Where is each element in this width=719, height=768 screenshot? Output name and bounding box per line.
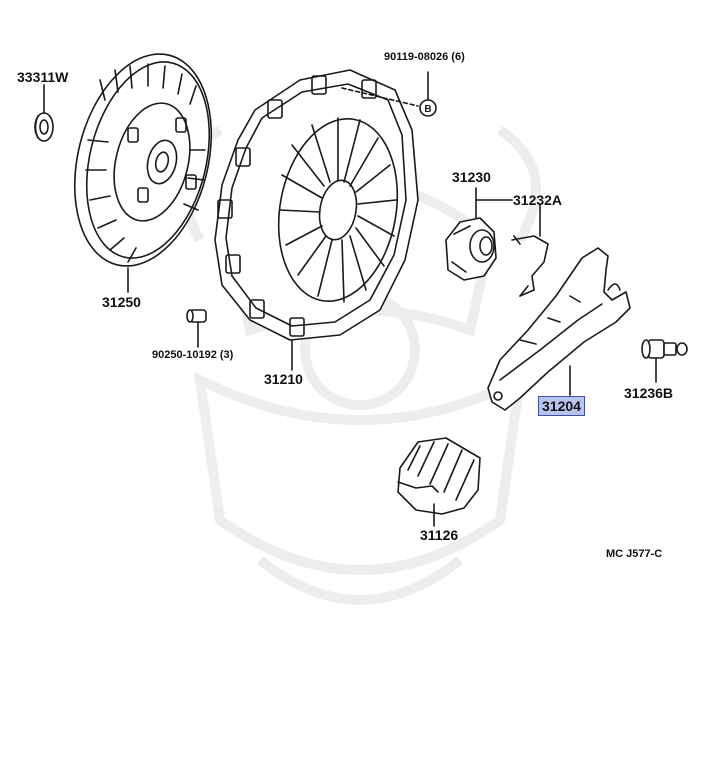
diagram-code-label: MC J577-C <box>606 548 663 560</box>
release-clip-part <box>511 235 549 297</box>
pivot-bolt-part <box>641 339 688 359</box>
label-31126: 31126 <box>420 527 459 543</box>
label-31210: 31210 <box>264 371 303 387</box>
label-90119-08026: 90119-08026 (6) <box>384 51 465 63</box>
release-fork-part <box>487 247 631 411</box>
release-bearing-part <box>445 217 497 281</box>
clutch-cover-part <box>214 69 419 341</box>
bolt-marker-circle <box>419 99 437 117</box>
release-fork-boot-part <box>397 437 481 515</box>
clutch-disc-part <box>73 53 213 267</box>
label-31250: 31250 <box>102 294 141 310</box>
label-31232a: 31232A <box>513 192 563 208</box>
leader-bolt-dashed <box>341 87 419 107</box>
label-31230: 31230 <box>452 169 491 185</box>
bolt-marker-letter: B <box>424 104 431 115</box>
label-33311w: 33311W <box>17 69 69 85</box>
label-31204-highlighted[interactable]: 31204 <box>538 396 585 416</box>
dowel-pin-part <box>186 309 207 323</box>
label-90250-10192: 90250-10192 (3) <box>152 349 234 361</box>
pilot-bearing-part <box>34 112 54 142</box>
label-31236b: 31236B <box>624 385 674 401</box>
